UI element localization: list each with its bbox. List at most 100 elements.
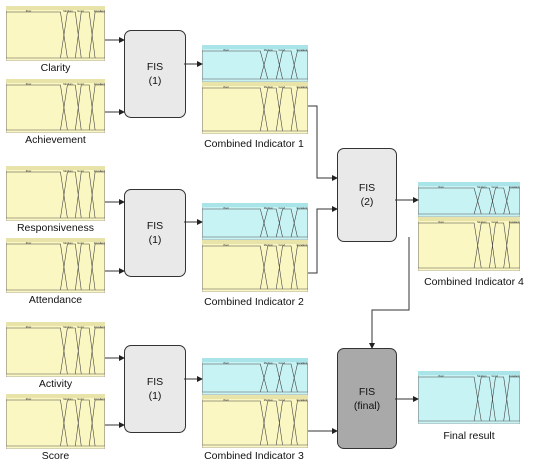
mf-term-label: Good: [278, 207, 285, 210]
mf-term-curve: [503, 187, 520, 215]
mf-term-label: Good: [278, 86, 285, 89]
label-ci1: Combined Indicator 1: [204, 138, 304, 150]
mf-curves: [6, 166, 105, 221]
mf-header-strip: [202, 82, 308, 86]
label-ci4: Combined Indicator 4: [424, 276, 524, 288]
label-attendance: Attendance: [28, 294, 83, 306]
mf-curves: [202, 240, 308, 292]
mf-term-label: Medium: [63, 170, 73, 173]
label-final-result: Final result: [443, 430, 495, 442]
mf-header-strip: [6, 322, 105, 326]
mf-term-label: Medium: [263, 207, 273, 210]
mf-curves: [202, 203, 308, 240]
mf-term-label: Excellent: [296, 49, 308, 52]
mf-term-label: Medium: [263, 86, 273, 89]
mf-background: [6, 6, 105, 61]
mf-term-label: Medium: [63, 242, 73, 245]
mf-term-label: Good: [77, 398, 84, 401]
mf-term-label: Poor: [25, 83, 32, 86]
mf-curves: [6, 6, 105, 61]
mf-term-label: Medium: [63, 326, 73, 329]
mf-term-label: Medium: [263, 244, 273, 247]
mf-term-curve: [290, 400, 308, 446]
mf-term-label: Good: [491, 186, 498, 189]
mf-curves: [6, 79, 105, 133]
mf-background: [6, 238, 105, 293]
mf-term-curve: [290, 87, 308, 132]
mf-plot-attendance: Poor Medium Good Excellent: [6, 238, 105, 293]
mf-term-label: Poor: [223, 49, 229, 52]
mf-term-label: Good: [491, 221, 498, 224]
mf-term-label: Excellent: [296, 399, 308, 402]
mf-term-label: Excellent: [296, 207, 308, 210]
mf-term-label: Medium: [263, 362, 273, 365]
fis-stage: (final): [353, 399, 381, 412]
mf-term-label: Poor: [223, 362, 229, 365]
mf-curves: [202, 358, 308, 395]
mf-term-curve: [503, 222, 520, 269]
mf-header-strip: [418, 217, 520, 221]
mf-background: [418, 371, 520, 424]
mf-background: [202, 395, 308, 448]
mf-term-label: Poor: [25, 242, 32, 245]
label-ci3: Combined Indicator 3: [204, 450, 304, 462]
arrow-ci2-to-fis2: [308, 206, 338, 274]
mf-term-label: Poor: [223, 86, 229, 89]
fis-name: FIS: [358, 385, 376, 398]
mf-term-label: Excellent: [94, 242, 105, 245]
mf-term-label: Good: [77, 326, 84, 329]
mf-term-label: Good: [77, 83, 84, 86]
mf-term-label: Excellent: [94, 170, 105, 173]
fis-1-block-bottom: FIS (1): [124, 345, 186, 433]
mf-term-label: Medium: [63, 398, 73, 401]
mf-curves: [6, 322, 105, 377]
mf-term-label: Medium: [63, 83, 73, 86]
mf-header-strip: [6, 238, 105, 242]
mf-term-label: Poor: [223, 399, 229, 402]
mf-term-label: Poor: [25, 170, 32, 173]
mf-header-strip: [202, 358, 308, 362]
mf-header-strip: [202, 240, 308, 244]
mf-term-label: Poor: [25, 398, 32, 401]
mf-term-curve: [290, 245, 308, 290]
fis-stage: (1): [148, 75, 162, 87]
fis-1-block-top: FIS (1): [124, 30, 186, 118]
mf-term-label: Poor: [25, 10, 32, 13]
mf-term-curve: [88, 399, 105, 447]
mf-header-strip: [6, 6, 105, 10]
mf-term-label: Poor: [223, 244, 229, 247]
mf-curves: [418, 217, 520, 271]
mf-term-label: Medium: [263, 399, 273, 402]
mf-term-label: Poor: [223, 207, 229, 210]
fis-2-block: FIS (2): [337, 148, 397, 242]
mf-term-label: Excellent: [94, 326, 105, 329]
mf-term-label: Good: [77, 242, 84, 245]
mf-term-curve: [290, 363, 308, 393]
mf-plot-ci1-input: Poor Medium Good Excellent: [202, 82, 308, 134]
mf-curves: [202, 395, 308, 448]
mf-term-label: Excellent: [508, 375, 520, 378]
mf-term-label: Good: [278, 362, 285, 365]
mf-term-curve: [88, 11, 105, 59]
mf-header-strip: [6, 79, 105, 83]
mf-curves: [6, 394, 105, 449]
mf-background: [6, 79, 105, 133]
fis-name: FIS: [358, 182, 376, 194]
mf-term-curve: [88, 171, 105, 219]
mf-term-label: Excellent: [296, 86, 308, 89]
mf-header-strip: [202, 395, 308, 399]
fis-name: FIS: [146, 220, 164, 232]
mf-curves: [202, 82, 308, 134]
fis-1-block-middle: FIS (1): [124, 189, 186, 277]
mf-term-label: Poor: [438, 375, 444, 378]
